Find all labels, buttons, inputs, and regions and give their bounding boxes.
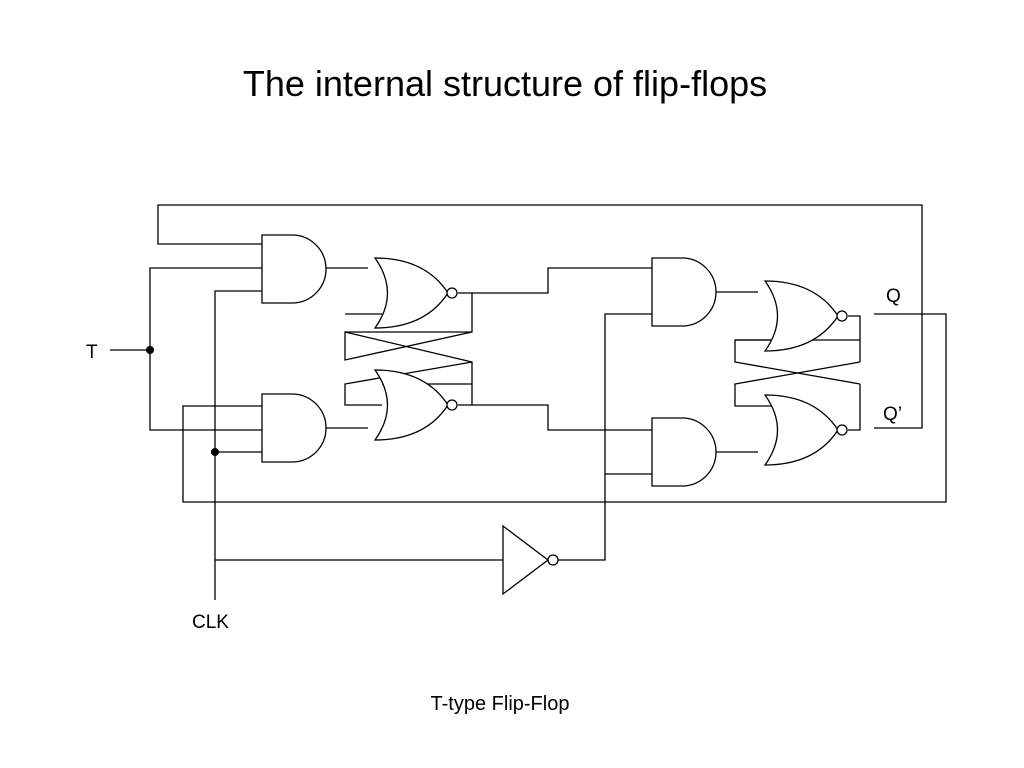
- master-nor-upper-bubble: [446, 287, 458, 299]
- wire-clk-main: [214, 290, 262, 600]
- wire-master-cross-b: [344, 331, 473, 363]
- clock-inverter-bubble: [547, 554, 559, 566]
- slave-and-gate-lower: [651, 417, 717, 487]
- wire-master-qn-to-slave: [472, 404, 652, 431]
- master-and-gate-lower: [261, 393, 327, 463]
- wire-master-q-to-slave: [472, 267, 652, 294]
- wires: [110, 204, 947, 600]
- junction-clk: [211, 448, 219, 456]
- wire-master-cross-bottom: [344, 361, 473, 406]
- master-nor-gate-lower: [373, 369, 449, 441]
- master-nor-gate-upper: [373, 257, 449, 329]
- slave-and-gate-upper: [651, 257, 717, 327]
- label-q-output: Q: [886, 286, 901, 307]
- master-and-gate-upper: [261, 234, 327, 304]
- wire-q-not-feedback: [157, 204, 923, 429]
- label-q-not-output: Q’: [883, 404, 902, 425]
- label-clk: CLK: [192, 612, 229, 633]
- wire-q-feedback: [182, 313, 947, 503]
- slave-nor-gate-upper: [763, 280, 839, 352]
- clock-inverter: [502, 524, 550, 596]
- wire-master-cross-top: [344, 292, 473, 361]
- wire-inverter-to-slave: [558, 313, 652, 561]
- wire-slave-cross-bottom: [734, 361, 861, 431]
- slave-nor-gate-lower: [763, 394, 839, 466]
- slide-title: The internal structure of flip-flops: [242, 63, 768, 104]
- slave-nor-upper-bubble: [836, 310, 848, 322]
- slave-nor-lower-bubble: [836, 424, 848, 436]
- junction-t: [146, 346, 154, 354]
- diagram-caption: T-type Flip-Flop: [430, 693, 570, 715]
- master-nor-lower-bubble: [446, 399, 458, 411]
- label-t-input: T: [86, 342, 98, 363]
